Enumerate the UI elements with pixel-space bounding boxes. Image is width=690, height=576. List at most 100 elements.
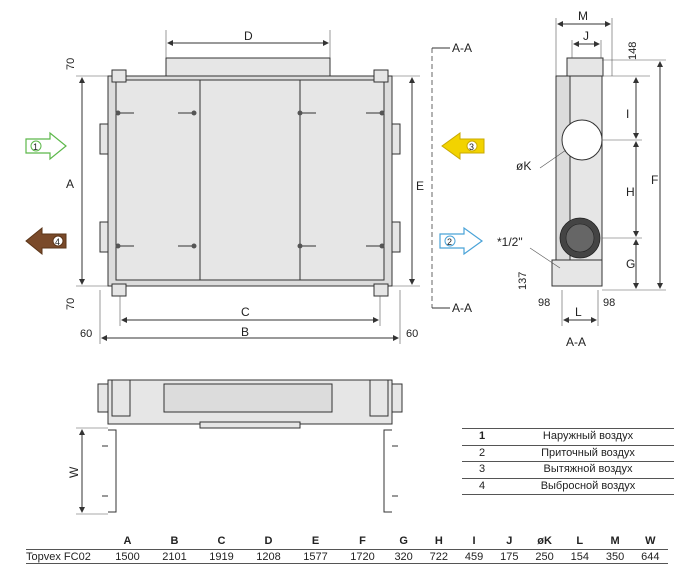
table-header-cell: H <box>434 534 443 547</box>
legend-row: 2 Приточный воздух <box>462 446 674 462</box>
legend-number: 4 <box>478 479 486 492</box>
table-value-cell: 2101 <box>151 549 198 564</box>
dim-e-label: E <box>416 179 424 193</box>
table-header-cell: E <box>311 534 320 547</box>
spigot-right-bottom <box>391 221 401 253</box>
side-dim-g: G <box>626 257 635 271</box>
table-value-cell: 250 <box>526 549 563 564</box>
panel-left <box>115 79 201 281</box>
top-duct-box <box>163 383 333 413</box>
legend-row: 1 Наружный воздух <box>462 429 674 446</box>
table-value-cell: 459 <box>456 549 492 564</box>
arrow-discharge: 4 <box>25 226 67 256</box>
spigot-left-bottom <box>99 221 109 253</box>
round-spigot-top <box>561 119 603 161</box>
table-value-cell: 644 <box>632 549 668 564</box>
side-view-label: A-A <box>566 335 586 349</box>
top-duct <box>165 57 331 77</box>
section-label-bottom: A-A <box>452 301 472 315</box>
side-dim-f: F <box>651 173 658 187</box>
table-header-cell <box>26 534 104 550</box>
side-dim-h: H <box>626 185 635 199</box>
table-value-cell: 1577 <box>292 549 339 564</box>
legend-text: Вытяжной воздух <box>543 463 633 475</box>
dim-d-label: D <box>244 29 253 43</box>
arrow-discharge-num: 4 <box>55 237 60 247</box>
arrow-supply-num: 2 <box>447 237 452 247</box>
legend-text: Приточный воздух <box>541 446 635 459</box>
side-dim-148: 148 <box>627 42 639 60</box>
spigot-right-top <box>391 123 401 155</box>
side-dim-i: I <box>626 107 629 121</box>
top-view: W <box>67 379 403 515</box>
table-header-cell: C <box>217 534 226 547</box>
section-label-top: A-A <box>452 41 472 55</box>
table-header-cell: F <box>359 534 366 547</box>
side-dim-137: 137 <box>517 272 529 290</box>
dim-left-margin: 60 <box>80 328 92 340</box>
dim-a-label: A <box>66 177 74 191</box>
table-value-cell: 1500 <box>104 549 151 564</box>
arrow-outdoor-num: 1 <box>33 142 38 152</box>
table-header-cell: D <box>264 534 273 547</box>
dim-c-label: C <box>241 305 250 319</box>
foot-tl <box>111 69 127 83</box>
foot-bl <box>111 283 127 297</box>
table-value-cell: 722 <box>421 549 457 564</box>
arrow-exhaust-num: 3 <box>469 142 474 152</box>
side-dim-l: L <box>575 305 582 319</box>
side-dim-j: J <box>583 29 589 43</box>
table-header-cell: I <box>472 534 476 547</box>
table-model-cell: Topvex FC02 <box>26 549 104 564</box>
legend-row: 4 Выбросной воздух <box>462 479 674 495</box>
table-header-cell: W <box>645 534 656 547</box>
table-header-cell: M <box>610 534 620 547</box>
legend-text: Выбросной воздух <box>540 479 636 492</box>
top-dim-w: W <box>67 466 81 478</box>
spigot-left-top <box>99 123 109 155</box>
arrow-outdoor: 1 <box>25 131 67 161</box>
legend-text: Наружный воздух <box>542 430 634 442</box>
panel-right <box>299 79 385 281</box>
side-dim-98-right: 98 <box>603 297 615 309</box>
table-header-cell: G <box>399 534 408 547</box>
arrow-supply: 2 <box>439 226 484 256</box>
legend-table: 1 Наружный воздух 2 Приточный воздух 3 Вытяжн… <box>462 428 674 495</box>
table-header-cell: L <box>576 534 584 547</box>
side-dim-98-left: 98 <box>538 297 550 309</box>
table-header-cell: J <box>506 534 513 547</box>
table-value-cell: 1208 <box>245 549 292 564</box>
legend-number: 1 <box>478 430 486 442</box>
dim-b-label: B <box>241 325 249 339</box>
table-header-cell: B <box>170 534 179 547</box>
table-value-cell: 1720 <box>339 549 386 564</box>
side-dim-m: M <box>578 9 588 23</box>
foot-br <box>373 283 389 297</box>
foot-tr <box>373 69 389 83</box>
table-value-cell: 175 <box>491 549 527 564</box>
side-top-box <box>566 57 604 77</box>
table-value-cell: 1919 <box>198 549 245 564</box>
side-dim-thread: *1/2" <box>497 235 523 249</box>
dim-right-margin: 60 <box>406 328 418 340</box>
side-view: M J 148 I H G F øK *1/2" 137 98 98 <box>497 9 666 349</box>
table-value-cell: 154 <box>562 549 598 564</box>
legend-number: 3 <box>478 463 486 475</box>
dim-top-offset: 70 <box>65 58 77 70</box>
dim-bottom-offset: 70 <box>65 298 77 310</box>
table-value-cell: 320 <box>386 549 422 564</box>
front-view: D A 70 70 E C B 60 60 A-A A-A <box>25 29 485 344</box>
table-header-cell: A <box>123 534 132 547</box>
table-header-cell: øK <box>537 534 552 547</box>
side-dim-k: øK <box>516 159 531 173</box>
panel-middle <box>199 79 301 281</box>
arrow-exhaust: 3 <box>441 132 485 160</box>
legend-number: 2 <box>478 446 486 459</box>
table-value-cell: 350 <box>597 549 633 564</box>
legend-row: 3 Вытяжной воздух <box>462 462 674 479</box>
